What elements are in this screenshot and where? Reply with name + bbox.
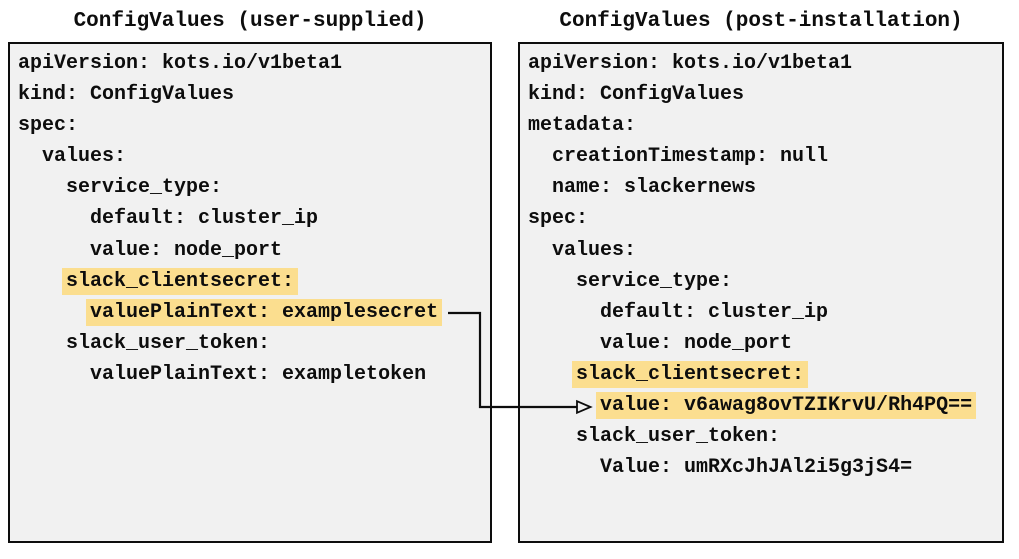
indent-spaces — [18, 176, 66, 199]
indent-spaces — [528, 270, 576, 293]
yaml-line: kind: ConfigValues — [528, 79, 994, 110]
yaml-line: valuePlainText: exampletoken — [18, 359, 482, 390]
indent-spaces — [528, 332, 600, 355]
yaml-line: apiVersion: kots.io/v1beta1 — [18, 48, 482, 79]
yaml-line: default: cluster_ip — [18, 203, 482, 234]
yaml-text: value: node_port — [600, 331, 793, 355]
yaml-line: value: node_port — [18, 235, 482, 266]
yaml-line: default: cluster_ip — [528, 297, 994, 328]
yaml-line: apiVersion: kots.io/v1beta1 — [528, 48, 994, 79]
indent-spaces — [528, 176, 552, 199]
indent-spaces — [528, 456, 600, 479]
post-installation-config-box: apiVersion: kots.io/v1beta1 kind: Config… — [518, 42, 1004, 543]
yaml-line: value: node_port — [528, 328, 994, 359]
yaml-line: spec: — [528, 203, 994, 234]
highlighted-yaml-text: slack_clientsecret: — [62, 267, 299, 295]
yaml-line: Value: umRXcJhJAl2i5g3jS4= — [528, 452, 994, 483]
indent-spaces — [528, 145, 552, 168]
post-installation-yaml: apiVersion: kots.io/v1beta1 kind: Config… — [520, 44, 1002, 487]
yaml-text: values: — [552, 238, 637, 262]
indent-spaces — [528, 239, 552, 262]
indent-spaces — [18, 270, 66, 293]
yaml-line: service_type: — [18, 172, 482, 203]
indent-spaces — [18, 239, 90, 262]
yaml-text: metadata: — [528, 114, 637, 138]
user-supplied-config-box: apiVersion: kots.io/v1beta1 kind: Config… — [8, 42, 492, 543]
yaml-text: Value: umRXcJhJAl2i5g3jS4= — [600, 456, 913, 480]
yaml-text: kind: ConfigValues — [18, 83, 235, 107]
yaml-line: kind: ConfigValues — [18, 79, 482, 110]
highlighted-yaml-text: slack_clientsecret: — [572, 360, 809, 388]
yaml-text: default: cluster_ip — [600, 300, 829, 324]
indent-spaces — [18, 301, 90, 324]
yaml-text: value: node_port — [90, 238, 283, 262]
indent-spaces — [528, 394, 600, 417]
yaml-line: slack_user_token: — [18, 328, 482, 359]
yaml-line: slack_user_token: — [528, 421, 994, 452]
yaml-text: default: cluster_ip — [90, 207, 319, 231]
yaml-text: values: — [42, 145, 127, 169]
yaml-line: name: slackernews — [528, 172, 994, 203]
yaml-line: spec: — [18, 110, 482, 141]
yaml-text: slack_user_token: — [576, 425, 781, 449]
yaml-text: service_type: — [576, 269, 733, 293]
yaml-line: metadata: — [528, 110, 994, 141]
highlighted-yaml-text: valuePlainText: examplesecret — [86, 298, 443, 326]
indent-spaces — [18, 207, 90, 230]
user-supplied-yaml: apiVersion: kots.io/v1beta1 kind: Config… — [10, 44, 490, 394]
user-supplied-panel-title: ConfigValues (user-supplied) — [73, 10, 427, 33]
indent-spaces — [528, 301, 600, 324]
yaml-text: apiVersion: kots.io/v1beta1 — [528, 52, 853, 75]
yaml-text: slack_user_token: — [66, 331, 271, 355]
yaml-text: service_type: — [66, 176, 223, 200]
yaml-line: slack_clientsecret: — [528, 359, 994, 390]
yaml-text: apiVersion: kots.io/v1beta1 — [18, 52, 343, 75]
yaml-text: spec: — [528, 207, 589, 231]
yaml-text: creationTimestamp: null — [552, 145, 829, 169]
yaml-text: spec: — [18, 114, 79, 138]
yaml-line: creationTimestamp: null — [528, 141, 994, 172]
indent-spaces — [18, 332, 66, 355]
post-installation-panel-title: ConfigValues (post-installation) — [559, 10, 963, 33]
yaml-text: kind: ConfigValues — [528, 83, 745, 107]
yaml-line: values: — [18, 141, 482, 172]
yaml-line: service_type: — [528, 266, 994, 297]
yaml-text: name: slackernews — [552, 176, 757, 200]
yaml-line: slack_clientsecret: — [18, 266, 482, 297]
yaml-line: value: v6awag8ovTZIKrvU/Rh4PQ== — [528, 390, 994, 421]
yaml-line: valuePlainText: examplesecret — [18, 297, 482, 328]
indent-spaces — [18, 363, 90, 386]
indent-spaces — [528, 425, 576, 448]
indent-spaces — [18, 145, 42, 168]
yaml-text: valuePlainText: exampletoken — [90, 362, 427, 386]
indent-spaces — [528, 363, 576, 386]
highlighted-yaml-text: value: v6awag8ovTZIKrvU/Rh4PQ== — [596, 392, 977, 420]
yaml-line: values: — [528, 235, 994, 266]
